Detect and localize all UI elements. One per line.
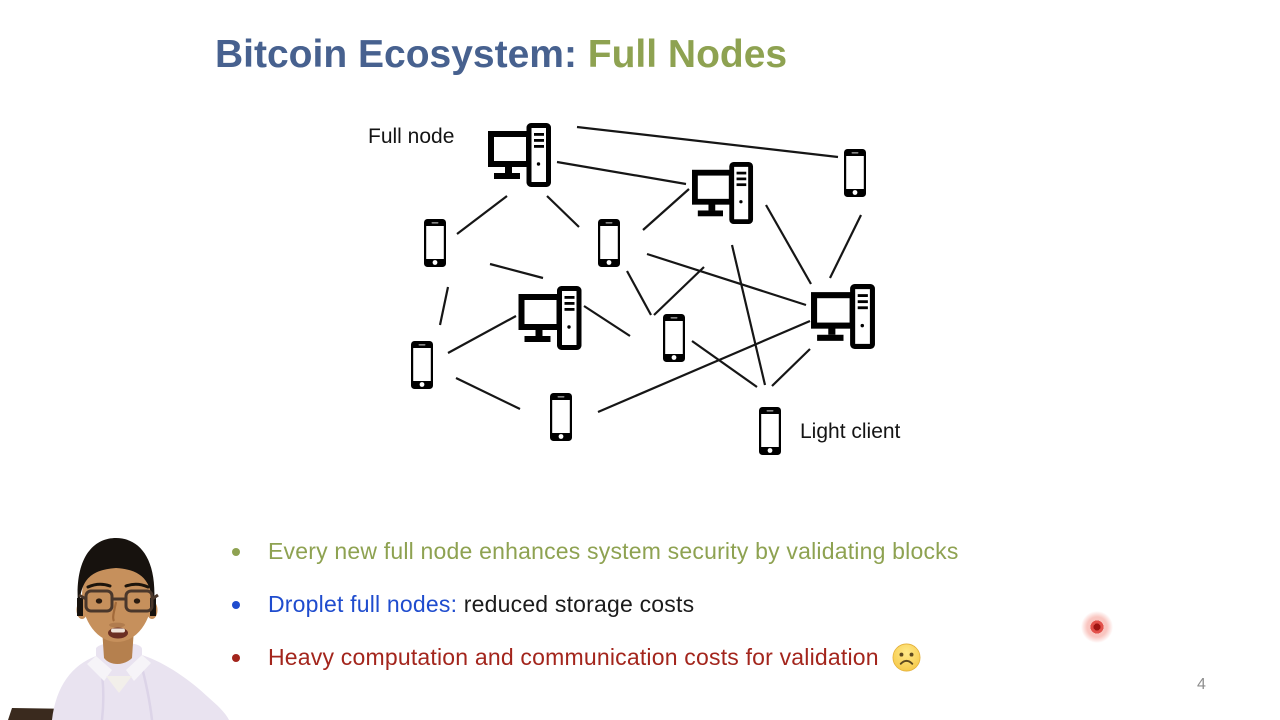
presenter-glasses xyxy=(78,589,159,613)
network-edge xyxy=(771,348,811,387)
presenter-eye xyxy=(95,598,103,604)
network-edge xyxy=(642,188,690,231)
network-edge xyxy=(691,340,758,388)
bullet-text: Heavy computation and communication cost… xyxy=(268,644,879,671)
full-node-desktop-3 xyxy=(522,289,580,348)
bullet-text: Every new full node enhances system secu… xyxy=(268,538,959,565)
bullet-text: Droplet full nodes: reduced storage cost… xyxy=(268,591,694,618)
light-client-phone-3 xyxy=(598,219,620,267)
network-edge xyxy=(597,319,811,414)
bullet-item: Every new full node enhances system secu… xyxy=(232,536,959,567)
bullet-text-segment: Heavy computation and communication cost… xyxy=(268,644,879,670)
full-node-desktop-4 xyxy=(814,287,872,347)
bullet-dot xyxy=(232,653,240,662)
network-edge xyxy=(455,377,521,410)
network-edge xyxy=(489,262,544,280)
network-edge xyxy=(576,125,839,159)
bullet-text-segment: reduced storage costs xyxy=(463,591,695,617)
shirt-collar-right xyxy=(126,655,151,681)
bullet-dot xyxy=(232,600,240,609)
title-prefix: Bitcoin Ecosystem: xyxy=(215,33,588,76)
light-client-label: Light client xyxy=(800,420,901,443)
full-node-label: Full node xyxy=(368,125,455,148)
presenter-hair xyxy=(77,538,155,614)
network-edge xyxy=(765,204,812,285)
full-node-desktop-2 xyxy=(695,164,751,221)
network-nodes xyxy=(411,126,872,455)
presenter-teeth xyxy=(111,628,125,633)
bullet-item: Droplet full nodes: reduced storage cost… xyxy=(232,589,959,620)
presenter-nose xyxy=(112,601,118,622)
presenter-sideburn xyxy=(77,598,83,616)
bullet-dot xyxy=(232,547,240,556)
page-number: 4 xyxy=(1197,676,1206,693)
presenter-eye xyxy=(133,598,141,604)
slide-title: Bitcoin Ecosystem: Full Nodes xyxy=(215,33,787,77)
network-edge xyxy=(456,195,508,235)
light-client-phone-6 xyxy=(550,393,572,441)
network-edge xyxy=(438,286,450,326)
light-client-phone-7 xyxy=(759,407,781,455)
presenter-face xyxy=(82,550,152,642)
network-edge xyxy=(730,244,767,386)
network-edge xyxy=(447,315,517,354)
presenter-eyebrow xyxy=(86,582,112,589)
light-client-phone-1 xyxy=(844,149,866,197)
bullet-list: Every new full node enhances system secu… xyxy=(232,536,959,673)
bullet-text-segment: Every new full node enhances system secu… xyxy=(268,538,959,564)
network-edge xyxy=(546,195,580,228)
title-highlight: Full Nodes xyxy=(587,33,788,76)
network-edge xyxy=(829,214,862,279)
bullet-text-segment: Droplet full nodes: xyxy=(268,591,464,617)
undershirt xyxy=(106,676,132,693)
network-edge xyxy=(626,270,652,316)
shirt-collar-left xyxy=(87,656,112,681)
sad-face-emoji xyxy=(892,643,921,672)
light-client-phone-4 xyxy=(411,341,433,389)
network-edge xyxy=(583,305,631,337)
presenter-eyebrow xyxy=(124,582,150,589)
bullet-item: Heavy computation and communication cost… xyxy=(232,642,959,673)
presenter-webcam xyxy=(8,538,229,720)
mustache-shadow xyxy=(109,622,125,628)
light-client-phone-5 xyxy=(663,314,685,362)
presenter-shirt xyxy=(52,643,229,720)
network-edge xyxy=(646,252,807,307)
laser-pointer-dot xyxy=(1079,609,1115,645)
network-edges xyxy=(438,125,862,414)
light-client-phone-2 xyxy=(424,219,446,267)
network-edge xyxy=(653,266,705,316)
full-node-desktop-1 xyxy=(491,126,549,185)
network-edge xyxy=(556,160,687,186)
